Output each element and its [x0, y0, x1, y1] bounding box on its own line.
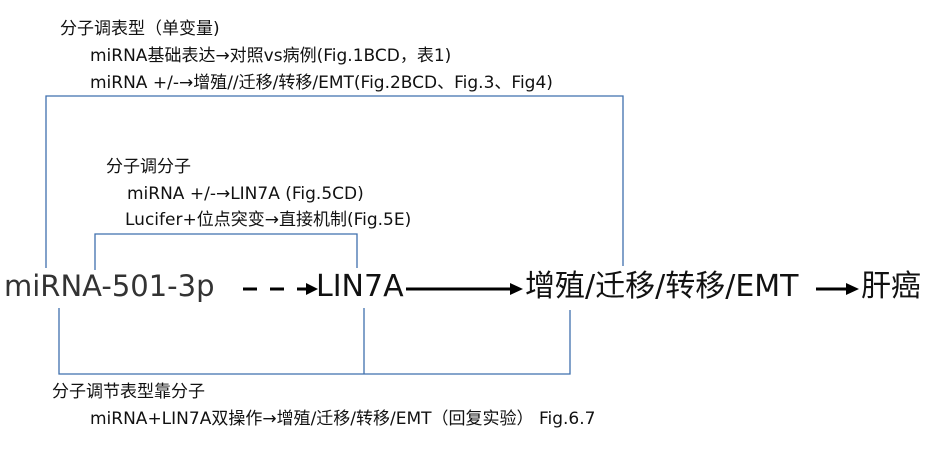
section-top-line-1: miRNA基础表达→对照vs病例(Fig.1BCD，表1) [90, 46, 452, 66]
bracket-top-outer [45, 95, 624, 268]
node-lin7a: LIN7A [316, 269, 404, 304]
section-top-title: 分子调表型（单变量) [60, 19, 220, 39]
node-mirna: miRNA-501-3p [4, 269, 215, 303]
solid-arrow-phenotype-cancer [816, 283, 859, 295]
bracket-top-inner [94, 233, 358, 270]
bracket-bottom [58, 308, 571, 375]
dashed-arrow [243, 283, 318, 295]
section-mid-title: 分子调分子 [106, 157, 191, 177]
section-bottom-title: 分子调节表型靠分子 [52, 382, 205, 402]
section-mid-line-2: Lucifer+位点突变→直接机制(Fig.5E) [125, 210, 412, 230]
section-top-line-2: miRNA +/-→增殖//迁移/转移/EMT(Fig.2BCD、Fig.3、F… [90, 73, 553, 93]
section-bottom-line-1: miRNA+LIN7A双操作→增殖/迁移/转移/EMT（回复实验） Fig.6.… [90, 409, 596, 429]
node-liver-cancer: 肝癌 [861, 269, 921, 304]
section-mid-line-1: miRNA +/-→LIN7A (Fig.5CD) [127, 184, 364, 204]
node-phenotype: 增殖/迁移/转移/EMT [525, 269, 799, 304]
solid-arrow-lin7a-phenotype [406, 283, 523, 295]
